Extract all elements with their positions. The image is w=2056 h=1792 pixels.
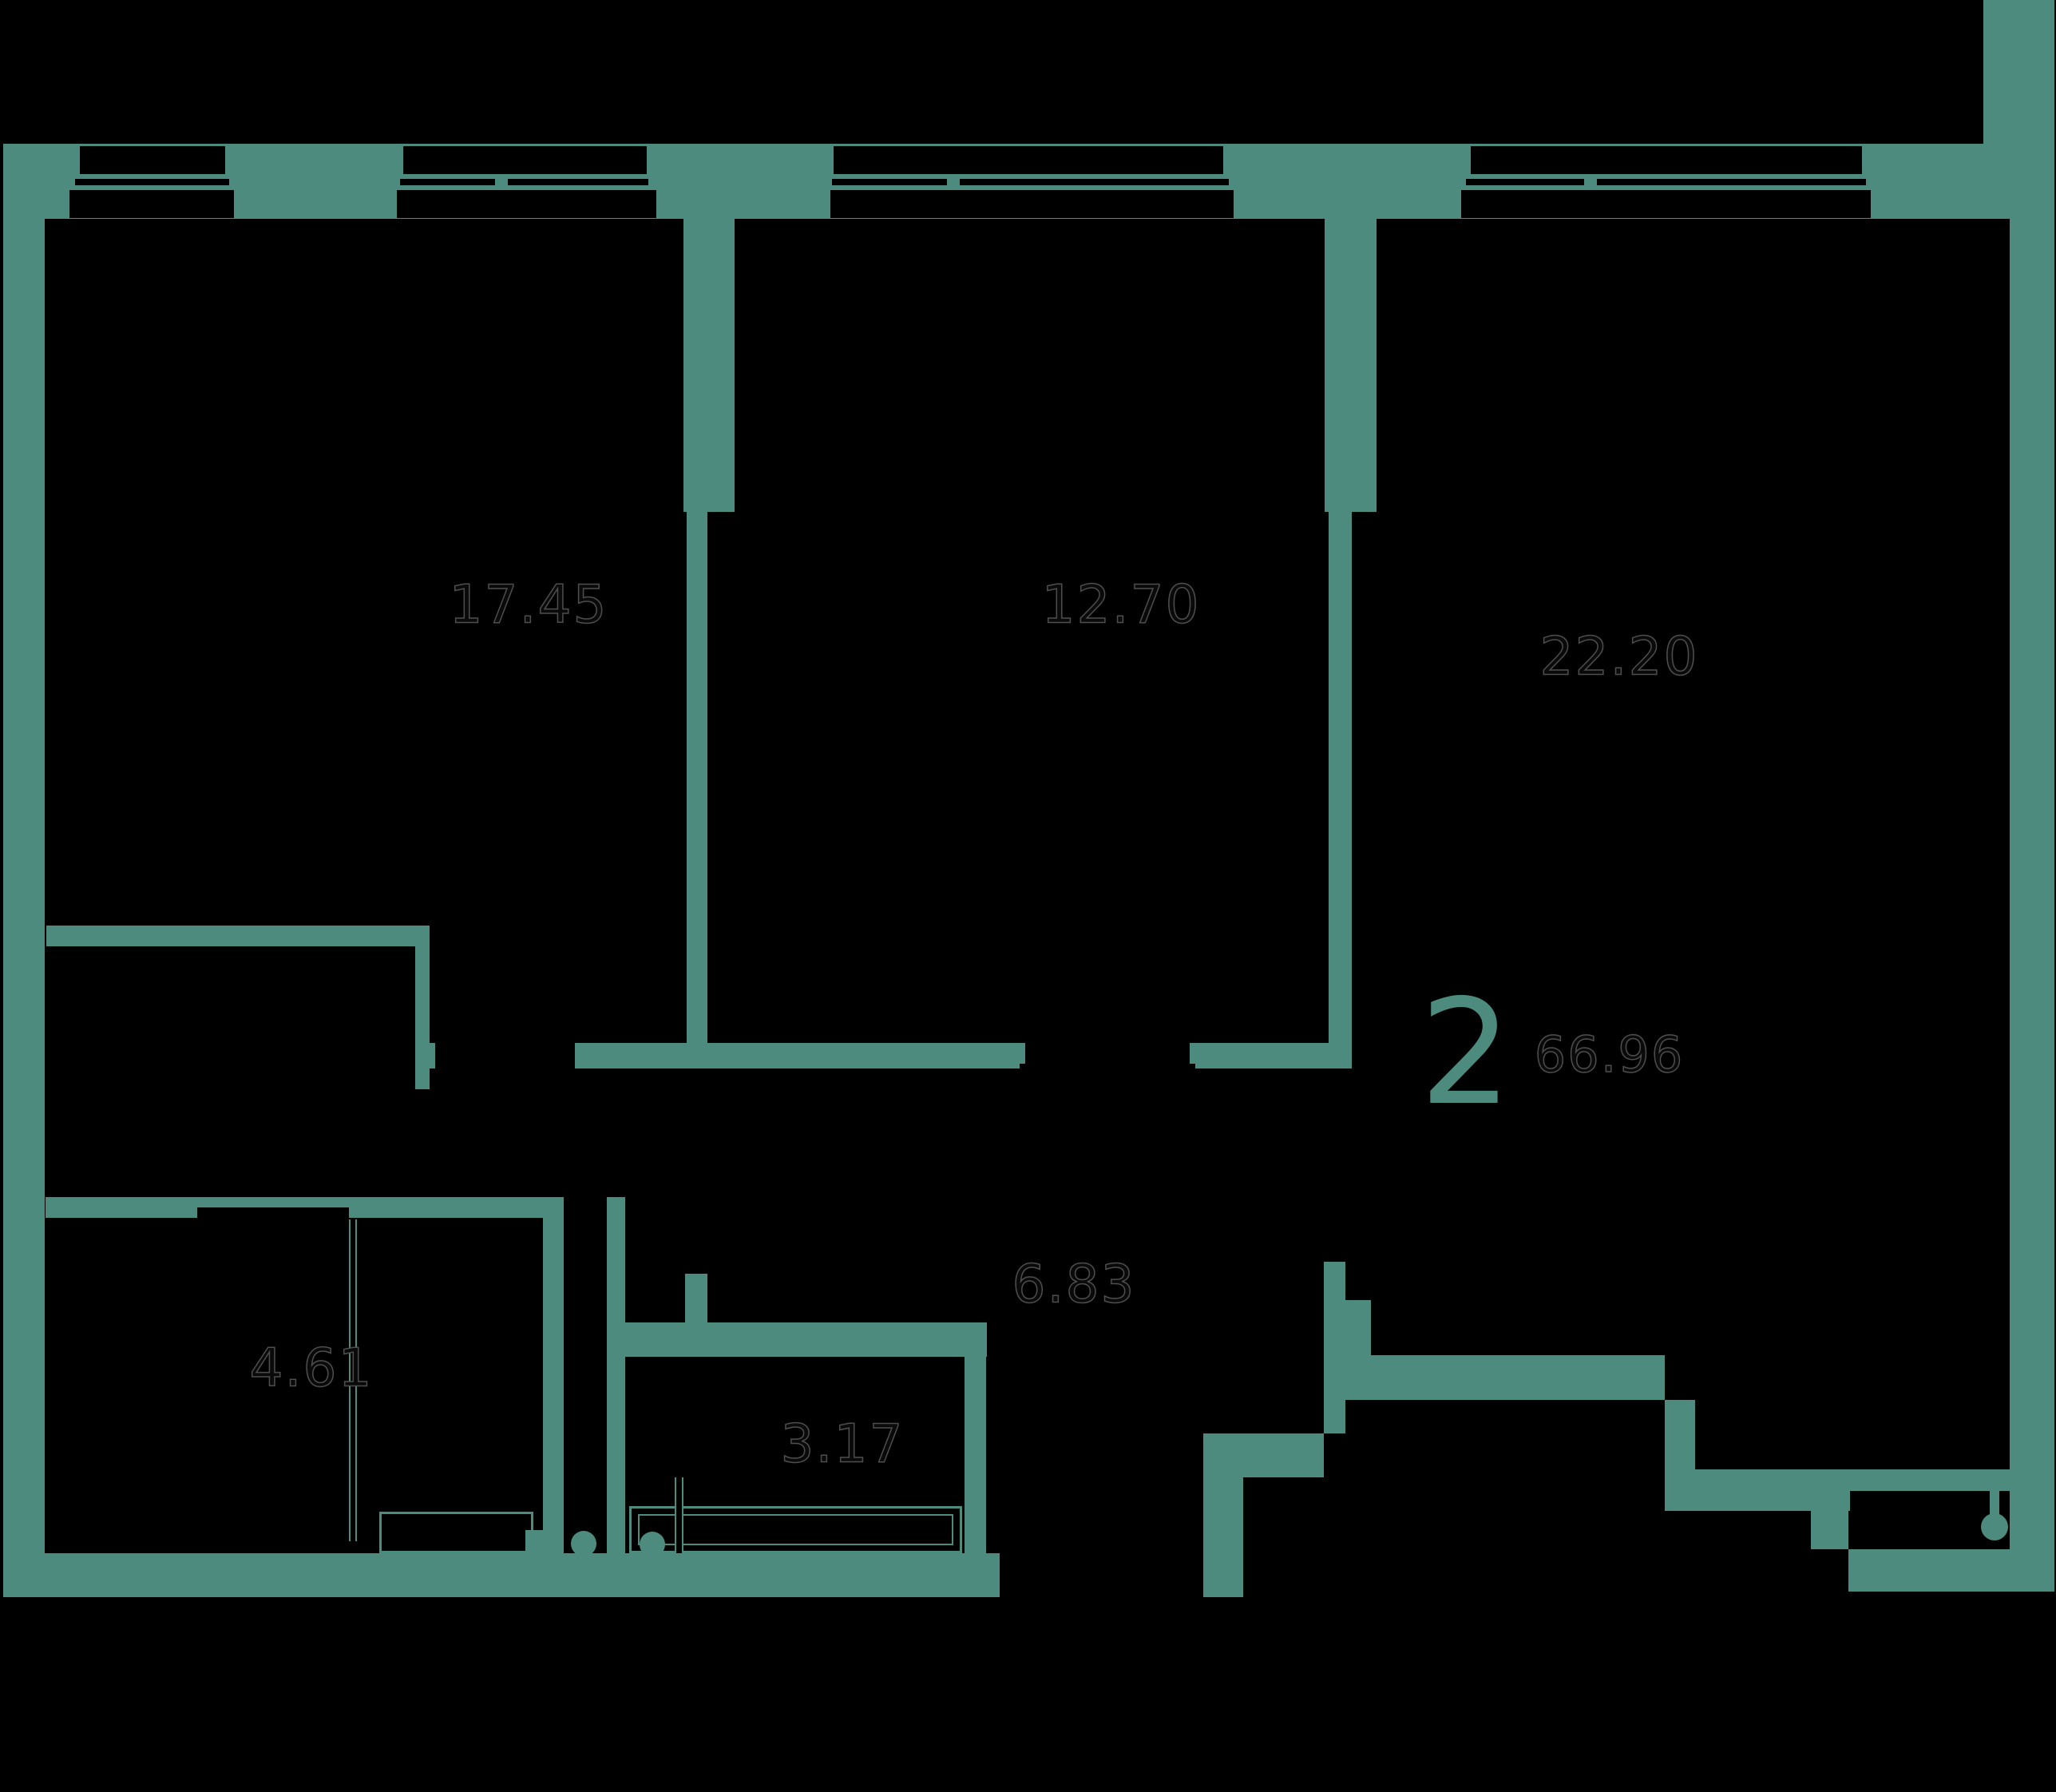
wall-door-cap-right bbox=[1190, 1043, 1195, 1064]
wall-exterior-left bbox=[3, 219, 45, 1597]
wall-shaft-right bbox=[607, 1197, 625, 1557]
wall-divider1-thin bbox=[687, 512, 707, 1068]
room-label-wardrobe: 4.61 bbox=[249, 1337, 374, 1400]
wall-niche-bottom bbox=[1848, 1549, 2054, 1592]
window-2-mullion bbox=[495, 175, 508, 189]
wall-corridor-south bbox=[625, 1322, 987, 1357]
apartment-summary: 2 66.96 bbox=[1420, 968, 1685, 1137]
wall-wardrobe-top-b bbox=[349, 1197, 543, 1218]
door-pivot-icon bbox=[571, 1531, 596, 1556]
window-2-frame bbox=[395, 175, 653, 189]
niche-frame-line bbox=[2017, 1495, 2019, 1548]
wall-wardrobe-door-header bbox=[197, 1197, 349, 1207]
wall-exterior-bottom bbox=[3, 1553, 1000, 1597]
wall-top-right-column bbox=[1983, 0, 2054, 144]
room-label-bedroom-2: 12.70 bbox=[1041, 573, 1201, 636]
room-label-bedroom-1: 17.45 bbox=[449, 573, 608, 636]
window-3-recess bbox=[834, 146, 1223, 174]
window-4-mullion bbox=[1584, 175, 1597, 189]
window-1-recess bbox=[80, 146, 225, 174]
door-jamb-block bbox=[525, 1530, 554, 1557]
wardrobe-counter bbox=[379, 1512, 533, 1553]
wall-exterior-right bbox=[2010, 219, 2054, 1592]
wall-rooms-bottom-b bbox=[575, 1043, 1020, 1068]
wall-divider2-thick bbox=[1325, 219, 1377, 512]
window-4-frame bbox=[1461, 175, 1871, 189]
window-4-recess bbox=[1471, 146, 1862, 174]
bathtub bbox=[629, 1506, 962, 1553]
wall-shaft-left bbox=[543, 1197, 564, 1557]
wall-entry-column bbox=[1203, 1433, 1243, 1597]
wall-niche-left-column bbox=[1811, 1511, 1848, 1549]
window-2-recess bbox=[403, 146, 647, 174]
window-4-glass bbox=[1466, 179, 1866, 185]
wardrobe-door-leaf bbox=[349, 1219, 357, 1541]
window-3-sill bbox=[830, 190, 1234, 218]
wall-living-bottom-arm bbox=[1345, 1355, 1665, 1400]
wall-corridor-stub bbox=[685, 1274, 707, 1322]
wall-bathroom-right bbox=[965, 1357, 986, 1597]
wall-duct-bump bbox=[1345, 1300, 1371, 1355]
wc-door-stem bbox=[1990, 1469, 1999, 1516]
window-3-mullion bbox=[947, 175, 960, 189]
bathtub-inner-line bbox=[638, 1514, 953, 1545]
wall-divider2-thin bbox=[1329, 512, 1352, 1068]
wall-alcove-vertical bbox=[415, 946, 430, 1089]
bathroom-door-frame bbox=[675, 1477, 683, 1553]
total-area: 66.96 bbox=[1534, 1025, 1685, 1084]
wall-divider1-thick bbox=[683, 219, 735, 512]
wall-rooms-bottom-c bbox=[1195, 1043, 1352, 1068]
room-label-living-room: 22.20 bbox=[1539, 625, 1699, 688]
window-3-frame bbox=[827, 175, 1234, 189]
door-pivot-icon bbox=[1981, 1513, 2008, 1540]
wall-duct-west bbox=[1324, 1262, 1345, 1433]
wall-living-step-column bbox=[1665, 1400, 1695, 1511]
window-3-glass bbox=[832, 179, 1229, 185]
wall-living-bottom-band bbox=[1695, 1469, 1850, 1511]
window-1-sill bbox=[69, 190, 234, 218]
window-1-glass bbox=[75, 179, 229, 185]
wall-wardrobe-top-a bbox=[46, 1197, 197, 1218]
window-2-glass bbox=[400, 179, 648, 185]
door-pivot-icon bbox=[640, 1532, 665, 1557]
wall-niche-header bbox=[1850, 1469, 2010, 1491]
wall-door-cap-left bbox=[1020, 1043, 1025, 1064]
window-1-frame bbox=[70, 175, 234, 189]
window-4-sill bbox=[1461, 190, 1871, 218]
room-label-hallway: 6.83 bbox=[1012, 1253, 1136, 1316]
rooms-count: 2 bbox=[1420, 968, 1512, 1137]
room-label-bathroom: 3.17 bbox=[780, 1413, 905, 1476]
window-2-sill bbox=[397, 190, 656, 218]
wall-alcove-horizontal bbox=[46, 926, 430, 946]
